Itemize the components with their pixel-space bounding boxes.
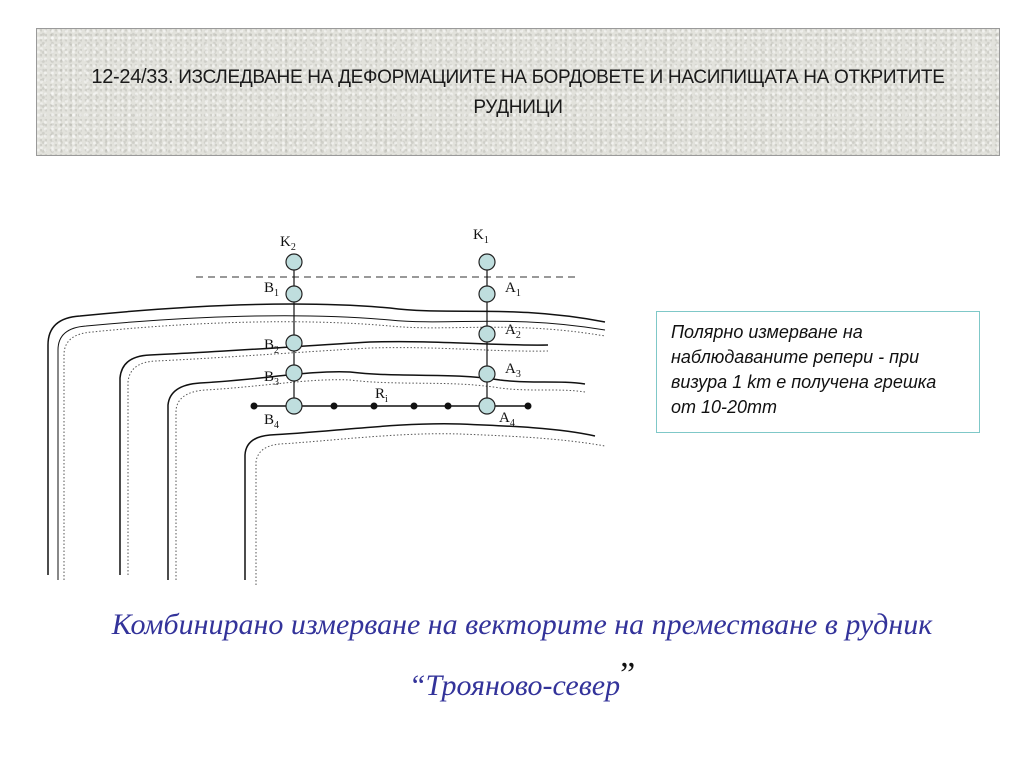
label-ri: Ri (375, 386, 388, 405)
marker-b3 (285, 364, 303, 382)
base-point (250, 402, 258, 410)
label-a1: A1 (505, 280, 521, 299)
caption-mine-name: “Трояново-север (408, 669, 621, 702)
base-point (524, 402, 532, 410)
bench-outline-3 (167, 370, 586, 580)
caption-closing-quote: ” (620, 656, 636, 693)
label-b2: B2 (264, 337, 279, 356)
label-a2: A2 (505, 322, 521, 341)
base-point (444, 402, 452, 410)
title-banner: 12-24/33. ИЗСЛЕДВАНЕ НА ДЕФОРМАЦИИТЕ НА … (36, 28, 1000, 156)
marker-k1 (478, 253, 496, 271)
base-point (330, 402, 338, 410)
marker-a1 (478, 285, 496, 303)
label-a3: A3 (505, 361, 521, 380)
label-b4: B4 (264, 412, 279, 431)
bench-outline-1-inner (57, 315, 606, 580)
marker-k2 (285, 253, 303, 271)
label-k1: K1 (473, 227, 489, 246)
slide-title: 12-24/33. ИЗСЛЕДВАНЕ НА ДЕФОРМАЦИИТЕ НА … (88, 62, 948, 123)
title-text: ИЗСЛЕДВАНЕ НА ДЕФОРМАЦИИТЕ НА БОРДОВЕТЕ … (178, 66, 945, 118)
caption-line-2: “Трояново-север” (20, 650, 1024, 711)
base-point-ri (370, 402, 378, 410)
label-a4: A4 (499, 410, 515, 429)
caption-line-1: Комбинирано измерване на векторите на пр… (111, 608, 933, 641)
marker-a4 (478, 397, 496, 415)
marker-b2 (285, 334, 303, 352)
marker-b1 (285, 285, 303, 303)
marker-b4 (285, 397, 303, 415)
bench-outline-3-dotted (175, 379, 586, 580)
marker-a2 (478, 325, 496, 343)
caption: Комбинирано измерване на векторите на пр… (20, 600, 1024, 711)
bench-outline-4 (244, 422, 596, 580)
bench-outline-1-dotted (63, 321, 606, 580)
label-b1: B1 (264, 280, 279, 299)
benchmark-markers (285, 253, 496, 415)
info-textbox: Полярно измерване на наблюдаваните репер… (656, 311, 980, 433)
title-number: 12-24/33. (91, 65, 174, 88)
marker-a3 (478, 365, 496, 383)
label-k2: K2 (280, 234, 296, 253)
base-point (410, 402, 418, 410)
bench-outline-4-dotted (255, 433, 606, 585)
label-b3: B3 (264, 369, 279, 388)
info-text: Полярно измерване на наблюдаваните репер… (671, 322, 937, 417)
